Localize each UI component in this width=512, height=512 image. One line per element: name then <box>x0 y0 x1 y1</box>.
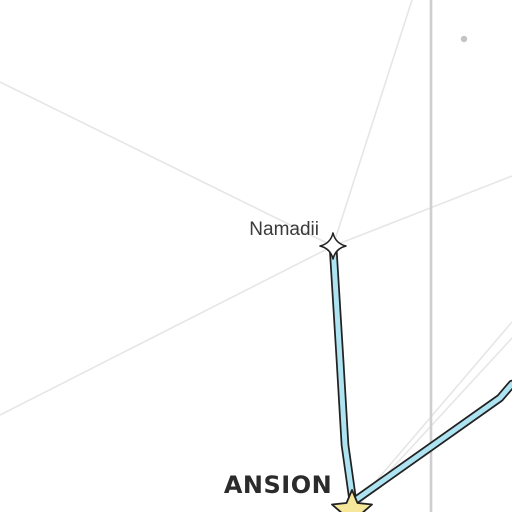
grid-line <box>332 175 512 247</box>
four-point-star-icon[interactable] <box>319 232 347 260</box>
grid-line <box>0 81 334 247</box>
grid-line <box>332 0 413 247</box>
grid-line <box>0 245 334 416</box>
grid-line <box>359 321 512 501</box>
place-label-ansion: ANSION <box>224 471 332 499</box>
route-line[interactable] <box>328 241 512 507</box>
location-dot <box>460 35 468 43</box>
place-label-namadii: Namadii <box>249 219 319 240</box>
star-icon[interactable] <box>331 489 373 512</box>
